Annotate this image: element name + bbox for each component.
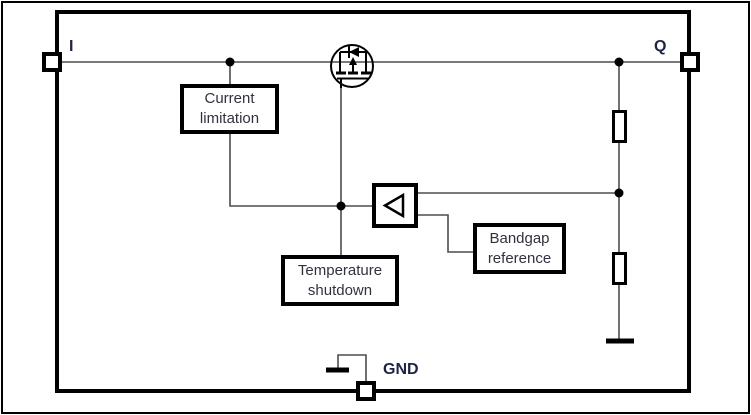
- block-label-line: Current: [204, 90, 255, 107]
- input-pin: [42, 52, 62, 72]
- block-label-line: Temperature: [297, 261, 383, 279]
- gnd-hook-wire: [337, 354, 367, 381]
- ground-pin-label: GND: [383, 361, 419, 378]
- error-amplifier-block: [372, 183, 418, 228]
- junction-dot: [614, 188, 624, 198]
- output-pin-label: Q: [654, 38, 667, 55]
- amplifier-triangle-icon: [382, 192, 405, 219]
- block-label-line: shutdown: [307, 281, 373, 299]
- input-pin-label: I: [69, 38, 74, 55]
- block-label-line: limitation: [199, 110, 260, 127]
- ground-pin: [356, 381, 376, 401]
- bandgap-reference-block: Bandgap reference: [473, 223, 566, 274]
- block-label-line: reference: [487, 249, 552, 267]
- temperature-shutdown-block: Temperature shutdown: [281, 255, 399, 306]
- pass-transistor-icon: [330, 44, 374, 88]
- junction-dot: [336, 201, 346, 211]
- feedback-resistor-upper: [612, 110, 627, 143]
- block-label-line: Bandgap: [489, 229, 550, 247]
- current-limit-to-gate-wire: [229, 133, 372, 207]
- feedback-resistor-lower: [612, 252, 627, 285]
- junction-dot: [225, 57, 235, 67]
- bandgap-wire: [417, 214, 473, 253]
- current-limitation-block: Current limitation: [180, 84, 279, 134]
- output-pin: [680, 52, 700, 72]
- junction-dot: [614, 57, 624, 67]
